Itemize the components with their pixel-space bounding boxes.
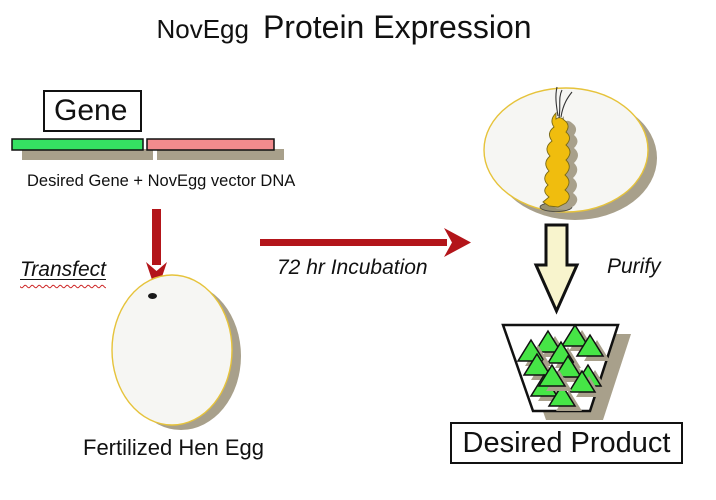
transfect-wavy-underline: Transfect xyxy=(20,258,106,281)
injected-gene-dot xyxy=(148,293,157,299)
gene-bar-pink xyxy=(146,138,275,151)
product-triangle xyxy=(575,333,605,357)
product-triangle xyxy=(567,369,597,393)
desired-product-box: Desired Product xyxy=(450,422,683,464)
protein-hair-icon xyxy=(555,86,559,117)
gene-box: Gene xyxy=(43,90,142,132)
desired-product-label: Desired Product xyxy=(462,426,671,459)
gene-box-label: Gene xyxy=(54,94,128,127)
product-triangles xyxy=(516,323,610,411)
gene-bar-green-shadow xyxy=(22,149,153,160)
title-brand: NovEgg xyxy=(156,14,249,44)
incubation-arrow-shaft xyxy=(260,239,447,246)
product-triangle xyxy=(537,363,567,387)
protein-hair-icon xyxy=(558,89,563,119)
transfect-arrow-shaft xyxy=(152,209,161,265)
gene-caption: Desired Gene + NovEgg vector DNA xyxy=(27,172,296,190)
product-triangle xyxy=(533,329,563,353)
product-triangle xyxy=(547,383,577,407)
product-triangle xyxy=(522,352,552,376)
gene-bar-pink-shadow xyxy=(157,149,284,160)
page-title: NovEgg Protein Expression xyxy=(0,9,702,46)
gene-bar-green xyxy=(11,138,144,151)
purify-block-arrow xyxy=(533,223,580,315)
transfect-label: Transfect xyxy=(20,258,106,282)
fertilized-egg xyxy=(111,274,233,426)
transfect-text: Transfect xyxy=(20,258,106,281)
protein-hair-icon xyxy=(560,91,573,118)
product-triangle xyxy=(560,323,590,347)
incubation-arrowhead xyxy=(444,228,471,257)
incubation-label: 72 hr Incubation xyxy=(277,256,428,279)
title-rest: Protein Expression xyxy=(262,9,532,45)
fertilized-egg-label: Fertilized Hen Egg xyxy=(83,435,264,460)
purify-label: Purify xyxy=(607,255,661,278)
protein-squiggle xyxy=(542,111,571,208)
product-triangle xyxy=(553,354,583,378)
